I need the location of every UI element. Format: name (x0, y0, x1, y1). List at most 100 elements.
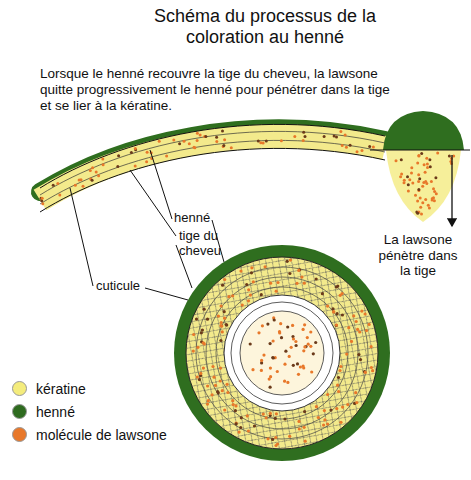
lawsone-dot (165, 155, 168, 158)
lawsone-dot (341, 292, 344, 295)
lawsone-dot (345, 146, 348, 149)
lawsone-dot (102, 163, 105, 166)
lawsone-dot (323, 418, 326, 421)
keratin-zone (386, 150, 461, 222)
lawsone-dot (225, 324, 228, 327)
lawsone-dot (196, 375, 199, 378)
lawsone-dot (223, 317, 226, 320)
lawsone-dot (337, 376, 340, 379)
lawsone-dot (293, 135, 296, 138)
lawsone-dot (424, 180, 427, 183)
lawsone-dot (206, 318, 209, 321)
lawsone-dot (116, 165, 119, 168)
legend: kératinehennémolécule de lawsone (12, 377, 167, 446)
legend-text: molécule de lawsone (36, 427, 167, 443)
lawsone-dot (326, 393, 329, 396)
lawsone-dot (420, 152, 423, 155)
lawsone-dot (286, 381, 289, 384)
lawsone-dot (265, 140, 268, 143)
lawsone-dot (227, 295, 230, 298)
part-label: cuticule (96, 279, 140, 294)
lawsone-dot (298, 268, 301, 271)
intro-note: Lorsque le henné recouvre la tige du che… (40, 66, 400, 115)
lawsone-dot (341, 144, 344, 147)
cross-section (174, 245, 390, 461)
title: Schéma du processus de la coloration au … (140, 6, 390, 47)
lawsone-dot (247, 429, 250, 432)
lawsone-dot (314, 341, 317, 344)
lawsone-dot (260, 359, 263, 362)
lawsone-dot (217, 315, 220, 318)
lawsone-dot (408, 178, 411, 181)
lawsone-dot (253, 424, 256, 427)
lawsone-dot (211, 393, 214, 396)
lawsone-dots (249, 316, 318, 389)
lawsone-dot (294, 340, 297, 343)
lawsone-dot (231, 399, 234, 402)
lawsone-dot (425, 157, 428, 160)
lawsone-dot (406, 175, 409, 178)
legend-row: molécule de lawsone (12, 423, 167, 446)
lawsone-dot (403, 181, 406, 184)
lawsone-dot (252, 280, 255, 283)
lawsone-dot (417, 154, 420, 157)
lawsone-dot (74, 184, 77, 187)
lawsone-dot (275, 290, 278, 293)
lawsone-dot (427, 204, 430, 207)
lawsone-dot (361, 149, 364, 152)
lawsone-dot (307, 343, 310, 346)
lawsone-dot (220, 304, 223, 307)
lawsone-dot (335, 285, 338, 288)
lawsone-dot (226, 383, 229, 386)
lawsone-dot (272, 356, 275, 359)
lawsone-dot (130, 151, 133, 154)
lawsone-dot (339, 421, 342, 424)
legend-row: kératine (12, 377, 167, 400)
lawsone-dot (368, 323, 371, 326)
lawsone-dot (238, 431, 241, 434)
lawsone-dot (414, 194, 417, 197)
lawsone-dot (354, 391, 357, 394)
lawsone-dot (435, 192, 438, 195)
lawsone-dot (240, 416, 243, 419)
lawsone-dot (283, 380, 286, 383)
lawsone-dot (269, 375, 272, 378)
lawsone-dot (196, 139, 199, 142)
lawsone-dot (423, 163, 426, 166)
lawsone-dot (321, 292, 324, 295)
lawsone-dot (232, 403, 235, 406)
lawsone-dot (284, 350, 287, 353)
strand-line (40, 140, 385, 204)
lawsone-dot (421, 185, 424, 188)
direction-arrow (451, 155, 452, 226)
lawsone-dot (429, 165, 432, 168)
lawsone-dot (416, 200, 419, 203)
lawsone-dot (89, 169, 92, 172)
lawsone-dot (326, 422, 329, 425)
lawsone-dot (261, 324, 264, 327)
lawsone-dot (323, 409, 326, 412)
lawsone-dot (312, 352, 315, 355)
lawsone-dot (251, 368, 254, 371)
lawsone-dot (239, 426, 242, 429)
lawsone-dot (269, 412, 272, 415)
lawsone-dot (206, 403, 209, 406)
lawsone-dot (419, 206, 422, 209)
lawsone-dot (303, 345, 306, 348)
lawsone-dot (302, 328, 305, 331)
lawsone-dot (364, 371, 367, 374)
part-label: henné (174, 211, 210, 226)
legend-text: kératine (36, 381, 86, 397)
lawsone-dot (271, 356, 274, 359)
lawsone-dot (452, 155, 455, 158)
lawsone-dot (221, 330, 224, 333)
lawsone-dot (223, 138, 226, 141)
lawsone-dot (288, 272, 291, 275)
lawsone-dot (279, 322, 282, 325)
lawsone-dot (306, 336, 309, 339)
lawsone-dot (358, 330, 361, 333)
surface-line (370, 149, 470, 150)
lawsone-dot (283, 363, 286, 366)
lawsone-dot (418, 177, 421, 180)
lawsone-dot (355, 320, 358, 323)
